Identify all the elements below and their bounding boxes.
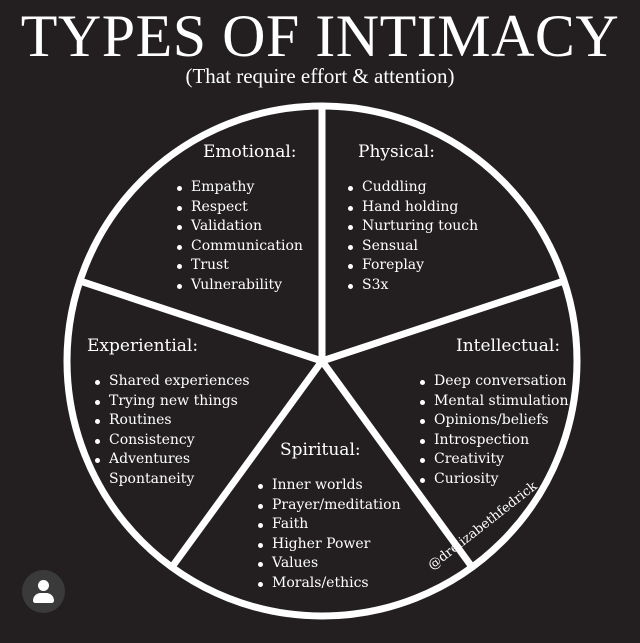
list-item: Shared experiences (93, 372, 250, 392)
list-item: Trust (175, 256, 303, 276)
list-item: Values (256, 554, 401, 574)
section-heading: Spiritual: (280, 440, 361, 460)
list-item: Morals/ethics (256, 574, 401, 594)
section-spiritual: Spiritual: Inner worlds Prayer/meditatio… (256, 440, 401, 593)
list-item: Opinions/beliefs (418, 411, 569, 431)
list-item: Sensual (346, 237, 478, 257)
list-item: Higher Power (256, 535, 401, 555)
list-item: Foreplay (346, 256, 478, 276)
list-item: Trying new things (93, 392, 250, 412)
section-heading: Experiential: (87, 336, 199, 356)
list-item: Prayer/meditation (256, 496, 401, 516)
list-item: Routines (93, 411, 250, 431)
section-intellectual: Intellectual: Deep conversation Mental s… (418, 336, 569, 489)
divider-upper-left (78, 277, 324, 365)
avatar-body-shape (33, 593, 54, 603)
list-item: Deep conversation (418, 372, 569, 392)
section-heading: Intellectual: (456, 336, 561, 356)
list-item: Inner worlds (256, 476, 401, 496)
list-item: Empathy (175, 178, 303, 198)
list-item: Introspection (418, 431, 569, 451)
divider-lower-right (319, 358, 475, 570)
section-heading: Emotional: (203, 142, 297, 162)
avatar-head-shape (38, 580, 49, 591)
list-item: Communication (175, 237, 303, 257)
page-title: TYPES OF INTIMACY (20, 3, 620, 69)
item-list: Shared experiences Trying new things Rou… (93, 372, 250, 489)
list-item: Hand holding (346, 198, 478, 218)
list-item: Consistency (93, 431, 250, 451)
list-item: Adventures (93, 450, 250, 470)
item-list: Deep conversation Mental stimulation Opi… (418, 372, 569, 489)
list-item: Mental stimulation (418, 392, 569, 412)
list-item: Validation (175, 217, 303, 237)
section-experiential: Experiential: Shared experiences Trying … (87, 336, 250, 489)
item-list: Inner worlds Prayer/meditation Faith Hig… (256, 476, 401, 593)
list-item: Respect (175, 198, 303, 218)
section-emotional: Emotional: Empathy Respect Validation Co… (175, 142, 303, 295)
page-subtitle: (That require effort & attention) (185, 64, 455, 88)
list-item: Cuddling (346, 178, 478, 198)
list-item: Nurturing touch (346, 217, 478, 237)
item-list: Cuddling Hand holding Nurturing touch Se… (346, 178, 478, 295)
list-item: Faith (256, 515, 401, 535)
section-heading: Physical: (358, 142, 435, 162)
list-item: S3x (346, 276, 478, 296)
divider-upper-right (320, 277, 566, 365)
list-item: Vulnerability (175, 276, 303, 296)
user-avatar-icon[interactable] (22, 570, 65, 613)
list-item: Spontaneity (93, 470, 250, 490)
list-item: Creativity (418, 450, 569, 470)
list-item: Curiosity (418, 470, 569, 490)
divider-lower-left (169, 358, 325, 570)
section-physical: Physical: Cuddling Hand holding Nurturin… (346, 142, 478, 295)
item-list: Empathy Respect Validation Communication… (175, 178, 303, 295)
